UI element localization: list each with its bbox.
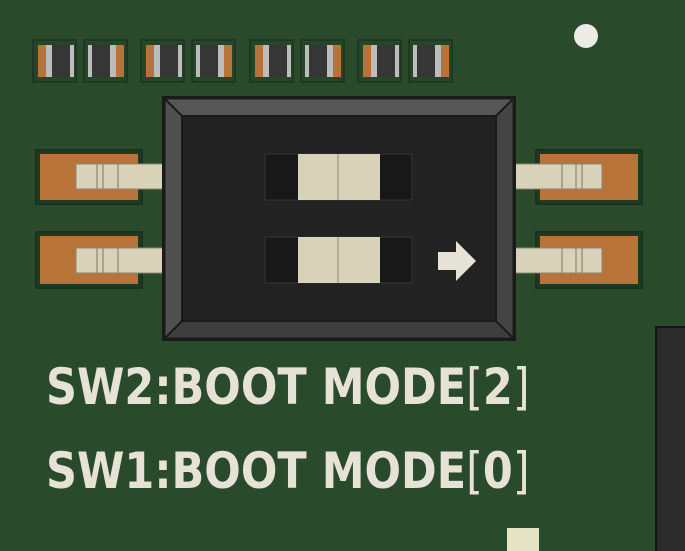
sw2-label-prefix: SW2:BOOT MODE [46,358,467,416]
sw2-value: 2 [482,358,513,416]
sw2-close-bracket: ] [512,358,530,416]
arrow-right-icon [438,241,476,281]
resistor-array-2 [140,39,236,83]
left-pads [35,149,169,289]
test-pad [507,528,539,551]
right-pads [511,149,643,289]
fiducial-dot [574,24,598,48]
resistor-array-4 [357,39,453,83]
sw1-label: SW1:BOOT MODE[0] [46,446,530,496]
edge-connector [655,326,685,551]
switch-slot-bottom[interactable] [264,236,413,284]
switch-slot-top[interactable] [264,153,413,201]
sw1-label-prefix: SW1:BOOT MODE [46,442,467,500]
sw1-open-bracket: [ [466,442,483,500]
resistor-array-1 [32,39,128,83]
dip-switch-body [162,96,516,341]
sw1-close-bracket: ] [512,442,530,500]
sw2-open-bracket: [ [466,358,483,416]
resistor-array-3 [249,39,345,83]
sw2-label: SW2:BOOT MODE[2] [46,362,530,412]
sw1-value: 0 [482,442,513,500]
